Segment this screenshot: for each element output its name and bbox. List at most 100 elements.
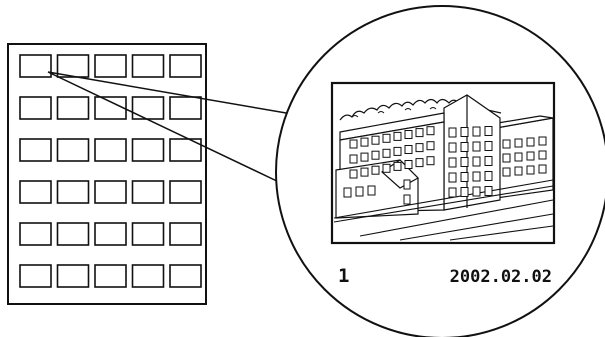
thumbnail-cell [169, 264, 202, 288]
thumbnail-cell [131, 96, 165, 120]
thumbnail-cell [94, 96, 127, 120]
window [404, 145, 413, 154]
window [393, 146, 402, 156]
window [460, 127, 469, 137]
window [484, 141, 493, 151]
window [484, 186, 493, 196]
window [502, 153, 511, 163]
thumbnail-cell [19, 264, 52, 288]
window [526, 137, 535, 147]
window [484, 156, 493, 166]
window [360, 137, 369, 147]
thumbnail-cell [169, 96, 202, 120]
window [393, 131, 402, 141]
window [371, 150, 380, 160]
window [355, 186, 364, 197]
window [448, 187, 457, 198]
thumbnail-cell [94, 222, 127, 246]
window [472, 126, 481, 137]
window [403, 179, 411, 190]
window [538, 136, 547, 146]
window [382, 148, 391, 158]
image-date: 2002.02.02 [450, 267, 552, 287]
thumbnail-cell [169, 54, 202, 78]
ground-line [333, 179, 554, 219]
thumbnail-cell [56, 222, 90, 246]
road-lines [333, 185, 554, 241]
window [526, 165, 535, 175]
window [448, 127, 457, 138]
window [460, 142, 469, 152]
thumbnail-cell [169, 222, 202, 246]
window [472, 186, 481, 197]
thumbnail-cell [19, 138, 52, 162]
index-sheet [7, 43, 207, 305]
thumbnail-cell [131, 54, 165, 78]
building-windows [343, 126, 547, 205]
thumbnail-cell [56, 264, 90, 288]
thumbnail-cell [131, 222, 165, 246]
window [502, 167, 511, 177]
window [426, 156, 435, 166]
window [367, 185, 376, 196]
window [460, 172, 469, 182]
thumbnail-cell [94, 138, 127, 162]
window [484, 126, 493, 136]
callout-lines [47, 71, 293, 184]
window [343, 187, 352, 198]
thumbnail-cell [94, 54, 127, 78]
window [382, 163, 391, 173]
window [538, 150, 547, 160]
thumbnail-cell [19, 222, 52, 246]
window [426, 141, 435, 151]
thumbnail-cell [169, 180, 202, 204]
window [393, 161, 402, 171]
thumbnail-cell [169, 138, 202, 162]
thumbnail-cell [94, 180, 127, 204]
window [472, 156, 481, 167]
thumbnail-cell [56, 96, 90, 120]
window [404, 130, 413, 139]
window [404, 160, 413, 169]
tree-texture [351, 107, 487, 118]
window [371, 135, 380, 145]
thumbnail-cell [56, 138, 90, 162]
window [502, 139, 511, 149]
window [382, 133, 391, 143]
thumbnail-cell [19, 54, 52, 78]
window [484, 171, 493, 181]
window [514, 138, 523, 148]
thumbnail-cell [19, 96, 52, 120]
window [538, 164, 547, 174]
thumbnail-cell [131, 264, 165, 288]
image-number: 1 [338, 265, 349, 287]
window [371, 165, 380, 175]
window [526, 151, 535, 161]
window [472, 141, 481, 152]
window [472, 171, 481, 182]
window [426, 126, 435, 136]
window [415, 143, 424, 153]
window [360, 167, 369, 177]
window [514, 166, 523, 176]
window [514, 152, 523, 162]
window [448, 157, 457, 168]
window [349, 139, 358, 149]
window [460, 187, 469, 197]
thumbnail-grid [19, 54, 202, 288]
window [448, 172, 457, 183]
window [349, 154, 358, 164]
window [460, 157, 469, 167]
thumbnail-cell [94, 264, 127, 288]
thumbnail-cell [19, 180, 52, 204]
thumbnail-cell [131, 138, 165, 162]
window [360, 152, 369, 162]
window [415, 128, 424, 138]
thumbnail-cell [131, 180, 165, 204]
window [403, 194, 411, 205]
window [349, 169, 358, 179]
window [448, 142, 457, 153]
window [415, 158, 424, 168]
thumbnail-cell [56, 180, 90, 204]
